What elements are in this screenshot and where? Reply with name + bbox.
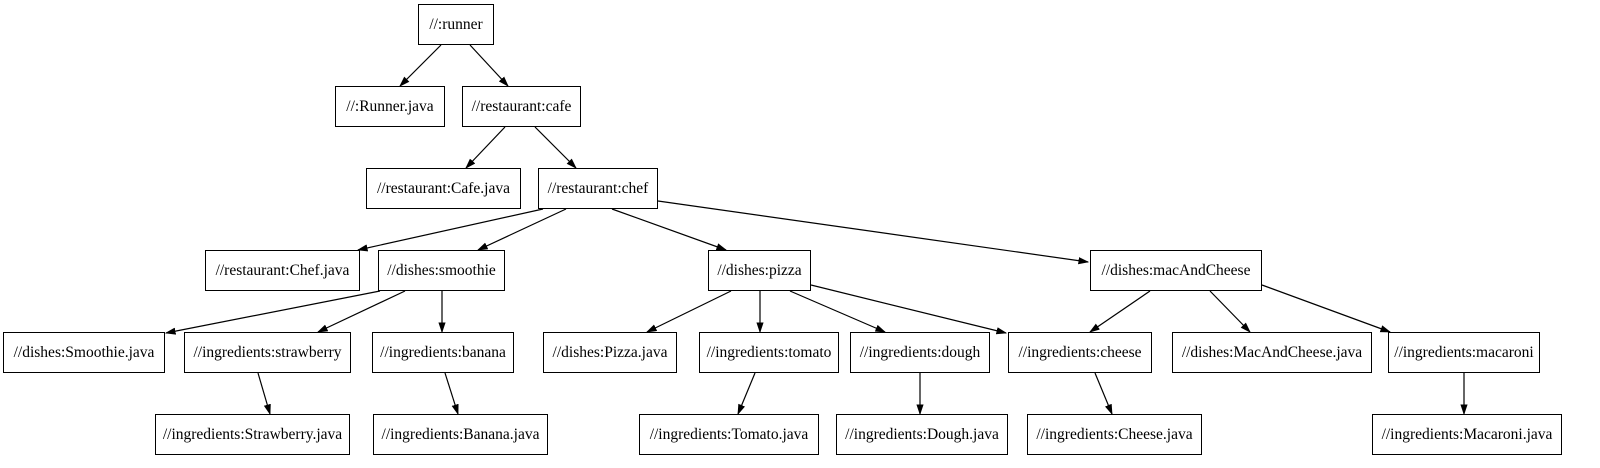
graph-node-dishes_macandchz[interactable]: //dishes:macAndCheese xyxy=(1090,250,1262,291)
graph-node-label: //ingredients:Banana.java xyxy=(381,425,540,443)
graph-edge-dishes_pizza-to-pizza_java xyxy=(645,290,732,333)
graph-node-label: //ingredients:Dough.java xyxy=(845,425,999,443)
graph-node-label: //dishes:pizza xyxy=(717,261,802,279)
graph-node-label: //ingredients:macaroni xyxy=(1394,343,1534,361)
graph-node-label: //dishes:MacAndCheese.java xyxy=(1181,343,1363,361)
graph-edge-dishes_macandchz-to-ing_macaroni xyxy=(1261,284,1392,333)
graph-node-banana_java[interactable]: //ingredients:Banana.java xyxy=(373,414,548,455)
graph-edge-dishes_smoothie-to-smoothie_java xyxy=(164,290,381,335)
graph-node-label: //restaurant:Chef.java xyxy=(215,261,350,279)
graph-node-restaurant_chef[interactable]: //restaurant:chef xyxy=(538,168,658,209)
graph-node-tomato_java[interactable]: //ingredients:Tomato.java xyxy=(639,414,819,455)
graph-node-label: //:Runner.java xyxy=(346,97,434,115)
graph-node-macandchz_java[interactable]: //dishes:MacAndCheese.java xyxy=(1172,332,1372,373)
graph-node-label: //dishes:Smoothie.java xyxy=(13,343,155,361)
graph-node-dough_java[interactable]: //ingredients:Dough.java xyxy=(836,414,1008,455)
graph-node-label: //ingredients:cheese xyxy=(1018,343,1142,361)
graph-node-label: //dishes:Pizza.java xyxy=(552,343,668,361)
graph-node-label: //restaurant:chef xyxy=(547,179,649,197)
graph-node-label: //ingredients:Tomato.java xyxy=(649,425,809,443)
graph-node-label: //ingredients:Macaroni.java xyxy=(1381,425,1553,443)
graph-node-cheese_java[interactable]: //ingredients:Cheese.java xyxy=(1027,414,1202,455)
graph-node-restaurant_cafe[interactable]: //restaurant:cafe xyxy=(462,86,581,127)
graph-node-ing_cheese[interactable]: //ingredients:cheese xyxy=(1008,332,1152,373)
graph-edge-restaurant_chef-to-dishes_pizza xyxy=(611,208,728,251)
graph-node-label: //:runner xyxy=(429,15,483,33)
graph-node-label: //ingredients:Cheese.java xyxy=(1036,425,1193,443)
graph-edge-runner-to-runner_java xyxy=(399,44,442,87)
graph-node-label: //ingredients:tomato xyxy=(706,343,832,361)
graph-node-strawberry_java[interactable]: //ingredients:Strawberry.java xyxy=(155,414,350,455)
graph-edge-dishes_smoothie-to-ing_strawberry xyxy=(316,290,406,333)
graph-node-chef_java[interactable]: //restaurant:Chef.java xyxy=(205,250,360,291)
graph-edge-dishes_macandchz-to-ing_cheese xyxy=(1089,290,1151,333)
graph-edge-restaurant_cafe-to-restaurant_chef xyxy=(534,126,577,169)
graph-node-label: //ingredients:Strawberry.java xyxy=(162,425,343,443)
graph-node-ing_macaroni[interactable]: //ingredients:macaroni xyxy=(1388,332,1540,373)
graph-node-label: //ingredients:banana xyxy=(380,343,506,361)
graph-node-ing_dough[interactable]: //ingredients:dough xyxy=(850,332,990,373)
graph-node-dishes_smoothie[interactable]: //dishes:smoothie xyxy=(378,250,505,291)
graph-edge-runner-to-restaurant_cafe xyxy=(469,44,509,87)
graph-node-ing_tomato[interactable]: //ingredients:tomato xyxy=(699,332,839,373)
graph-node-ing_banana[interactable]: //ingredients:banana xyxy=(372,332,514,373)
graph-node-label: //ingredients:dough xyxy=(859,343,981,361)
graph-edge-dishes_pizza-to-ing_cheese xyxy=(810,284,1008,335)
graph-edge-dishes_pizza-to-ing_dough xyxy=(789,290,887,333)
graph-node-macaroni_java[interactable]: //ingredients:Macaroni.java xyxy=(1372,414,1562,455)
graph-node-label: //restaurant:cafe xyxy=(471,97,572,115)
graph-edge-ing_strawberry-to-strawberry_java xyxy=(257,372,271,416)
graph-node-label: //restaurant:Cafe.java xyxy=(377,179,510,197)
graph-node-runner[interactable]: //:runner xyxy=(418,4,494,45)
graph-node-dishes_pizza[interactable]: //dishes:pizza xyxy=(708,250,811,291)
graph-node-cafe_java[interactable]: //restaurant:Cafe.java xyxy=(366,168,521,209)
graph-edge-dishes_macandchz-to-macandchz_java xyxy=(1209,290,1251,333)
graph-edge-ing_banana-to-banana_java xyxy=(444,372,459,416)
graph-node-ing_strawberry[interactable]: //ingredients:strawberry xyxy=(184,332,351,373)
graph-node-label: //ingredients:strawberry xyxy=(193,343,342,361)
graph-edge-restaurant_cafe-to-cafe_java xyxy=(465,126,506,169)
graph-edge-ing_tomato-to-tomato_java xyxy=(737,372,756,416)
graph-edge-ing_cheese-to-cheese_java xyxy=(1094,372,1113,416)
graph-edge-restaurant_chef-to-dishes_smoothie xyxy=(476,208,567,251)
graph-node-pizza_java[interactable]: //dishes:Pizza.java xyxy=(543,332,677,373)
graph-edge-restaurant_chef-to-chef_java xyxy=(356,208,544,252)
graph-node-label: //dishes:macAndCheese xyxy=(1101,261,1251,279)
graph-node-runner_java[interactable]: //:Runner.java xyxy=(335,86,445,127)
graph-node-smoothie_java[interactable]: //dishes:Smoothie.java xyxy=(3,332,165,373)
graph-node-label: //dishes:smoothie xyxy=(387,261,496,279)
